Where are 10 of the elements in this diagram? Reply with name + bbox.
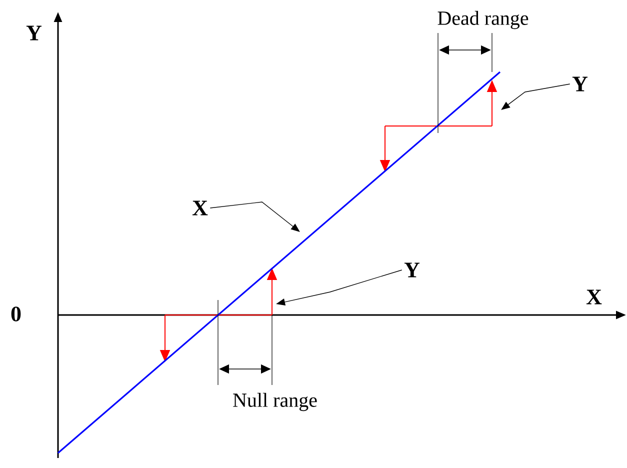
- callout-letter: Y: [572, 76, 588, 92]
- range-label: Null range: [233, 392, 317, 412]
- callout-letter: Y: [404, 262, 420, 278]
- range-label: Dead range: [438, 10, 528, 30]
- axis-label: Y: [26, 26, 42, 40]
- leader-line: [210, 202, 300, 232]
- callout-letter: X: [192, 200, 208, 216]
- axis-label: X: [586, 290, 602, 304]
- leader-line: [501, 84, 570, 110]
- axis-label: 0: [11, 306, 21, 322]
